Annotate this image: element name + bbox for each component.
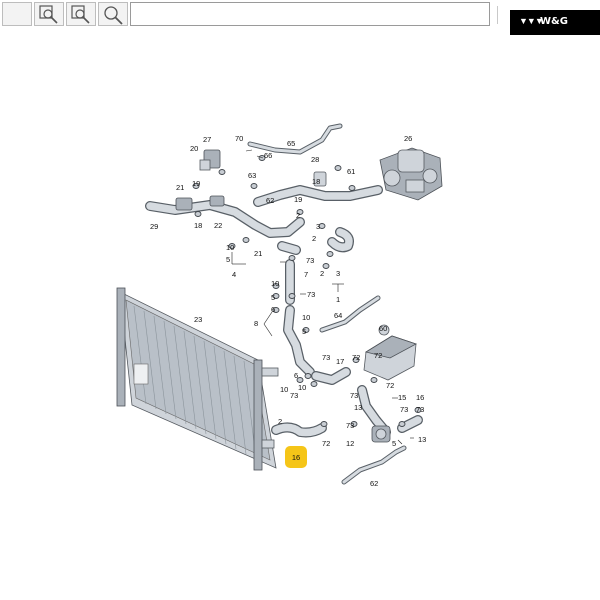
callout-5: 5 (302, 327, 306, 336)
callout-26: 63 (248, 171, 256, 180)
callout-2: 2 (278, 417, 282, 426)
callout-5: 5 (226, 255, 230, 264)
callout-63: 28 (311, 155, 319, 164)
brand-mark-icon: ▼▼▼ (519, 16, 544, 26)
zoom-region-icon (39, 5, 58, 24)
callout-10: 10 (298, 383, 306, 392)
callout-7: 7 (304, 270, 308, 279)
callout-15: 13 (418, 435, 426, 444)
callout-64: 29 (150, 222, 158, 231)
callout-61: 26 (404, 134, 412, 143)
magnifier-icon (104, 6, 123, 25)
connector-20[interactable] (175, 195, 225, 211)
callout-2: 2 (296, 211, 300, 220)
callout-19: 18 (312, 177, 320, 186)
coolant-valve-62[interactable] (199, 149, 221, 171)
coolant-pump-61[interactable] (379, 147, 443, 201)
callout-73: 73 (350, 391, 358, 400)
callout-16: 13 (354, 403, 362, 412)
auxiliary-pump-16[interactable] (371, 425, 391, 443)
callout-72: 72 (352, 353, 360, 362)
brand-logo: ▼▼▼ W&G (510, 10, 600, 35)
callout-1: 1 (336, 295, 340, 304)
callout-12: 17 (336, 357, 344, 366)
callout-73: 73 (307, 290, 315, 299)
callout-6: 6 (271, 305, 275, 314)
callout-6: 6 (294, 371, 298, 380)
callout-70: 70 (235, 134, 243, 143)
callout-65: 60 (379, 324, 387, 333)
coolant-pipe-27[interactable] (319, 295, 381, 333)
lower-coolant-hose-11[interactable] (271, 422, 327, 438)
callout-8: 8 (254, 319, 258, 328)
zoom-region-icon (71, 5, 90, 24)
search-input[interactable] (130, 2, 490, 26)
callout-3: 3 (336, 269, 340, 278)
callout-73: 73 (322, 353, 330, 362)
connector-63[interactable] (313, 171, 327, 187)
zoom-region-button[interactable] (34, 2, 64, 26)
coolant-reservoir-65[interactable] (363, 324, 418, 381)
callout-27: 64 (334, 311, 342, 320)
toolbar-divider (497, 6, 498, 24)
callout-2: 2 (312, 234, 316, 243)
callout-73: 73 (346, 421, 354, 430)
callout-60: 23 (194, 315, 202, 324)
callout-73: 73 (400, 405, 408, 414)
vertical-hoses[interactable] (283, 259, 351, 385)
callout-3: 3 (316, 222, 320, 231)
callout-72: 72 (322, 439, 330, 448)
callout-10: 10 (280, 385, 288, 394)
callout-73: 73 (290, 391, 298, 400)
callout-73: 73 (416, 405, 424, 414)
leader-lines (231, 149, 414, 445)
callout-17: 15 (398, 393, 406, 402)
callout-10: 10 (226, 243, 234, 252)
callout-labels: 27 70 65 26 20 66 28 61 63 19 21 62 19 1… (150, 134, 426, 488)
callout-18: 16 (416, 393, 424, 402)
callout-28: 65 (287, 139, 295, 148)
callout-29: 66 (264, 151, 272, 160)
highlight-marker-part-11[interactable]: 16 (285, 446, 307, 468)
callout-19: 18 (194, 221, 202, 230)
callout-72: 72 (386, 381, 394, 390)
magnifier-button[interactable] (98, 2, 128, 26)
coolant-pipe-28[interactable] (247, 123, 343, 155)
highlight-badge (285, 446, 307, 468)
brand-name: W&G (540, 16, 568, 27)
callout-25: 62 (266, 196, 274, 205)
callout-22: 21 (254, 249, 262, 258)
hose-clips (192, 155, 422, 427)
toolbar-button-1[interactable] (2, 2, 32, 26)
radiator[interactable] (116, 287, 279, 471)
callout-72: 72 (374, 351, 382, 360)
callout-20: 19 (294, 195, 302, 204)
callout-10: 10 (302, 313, 310, 322)
callout-73: 73 (306, 256, 314, 265)
callout-4: 4 (232, 270, 236, 279)
callout-21: 20 (190, 144, 198, 153)
callout-5: 5 (271, 293, 275, 302)
toolbar (0, 0, 600, 30)
callout-2: 2 (320, 269, 324, 278)
callout-67: 62 (370, 479, 378, 488)
callout-23: 22 (214, 221, 222, 230)
callout-62: 27 (203, 135, 211, 144)
callout-13: 12 (346, 439, 354, 448)
callout-11: 16 (292, 453, 300, 462)
callout-66: 61 (347, 167, 355, 176)
callout-5: 5 (392, 439, 396, 448)
zoom-reset-button[interactable] (66, 2, 96, 26)
callout-22: 21 (176, 183, 184, 192)
callout-20: 19 (192, 179, 200, 188)
callout-10: 10 (271, 279, 279, 288)
